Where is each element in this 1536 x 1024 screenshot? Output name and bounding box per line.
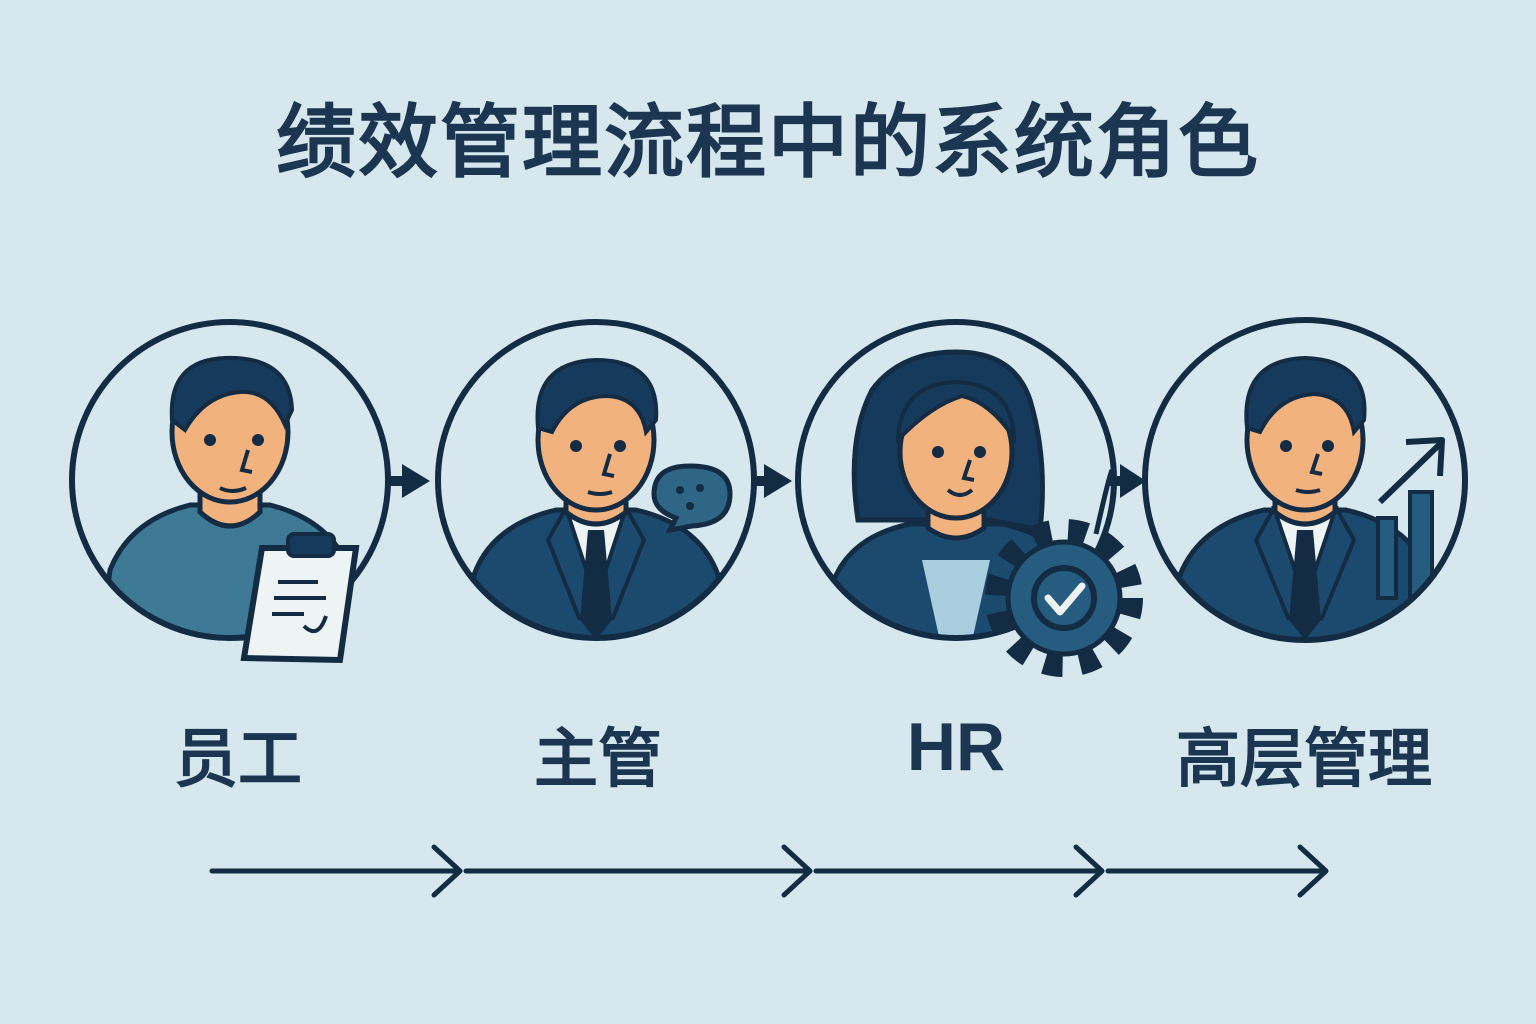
speech-bubble-icon (651, 463, 733, 534)
role-label-hr: HR (906, 709, 1006, 785)
connector-arrows (386, 464, 1146, 535)
timeline-arrow (813, 844, 1105, 898)
clipboard-icon (240, 532, 360, 664)
role-label-executive: 高层管理 (1176, 723, 1432, 797)
role-label-employee: 员工 (174, 723, 302, 797)
growth-chart-icon (1377, 437, 1445, 505)
timeline-arrow (209, 844, 463, 898)
connector-arrow (1093, 464, 1146, 535)
timeline-arrow (463, 844, 813, 898)
role-executive (1142, 317, 1468, 643)
role-label-manager: 主管 (534, 723, 662, 797)
role-manager (435, 319, 757, 641)
timeline-arrows (209, 844, 1329, 898)
role-employee (69, 319, 391, 664)
timeline-arrow (1105, 844, 1329, 898)
gear-check-icon (985, 519, 1143, 677)
connector-arrow (752, 464, 792, 498)
connector-arrow (386, 464, 430, 498)
page-title: 绩效管理流程中的系统角色 (276, 96, 1260, 189)
role-hr (795, 319, 1143, 677)
